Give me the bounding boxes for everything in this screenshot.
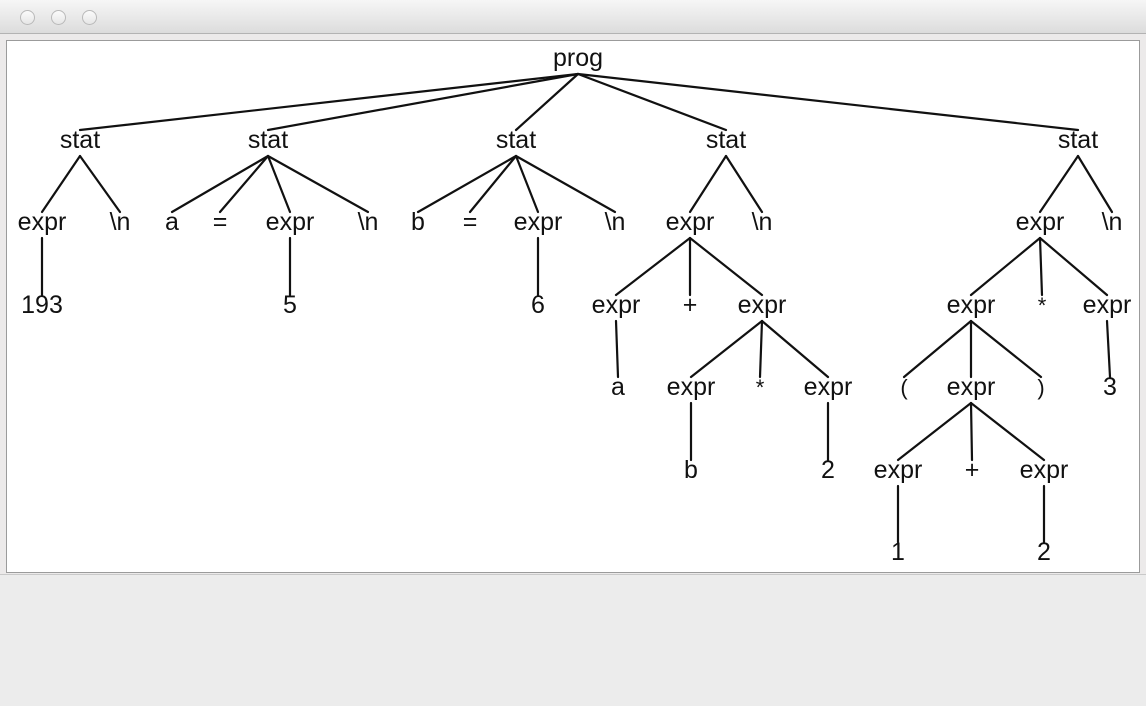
tree-edge	[688, 154, 728, 214]
parse-tree-graphic: prog stat stat stat stat stat expr \n 193 a = expr \…	[18, 44, 1132, 566]
tree-node-stat3[interactable]: stat	[496, 126, 536, 154]
tree-edge	[514, 154, 540, 214]
tree-edge	[969, 319, 1043, 379]
tree-edge	[78, 154, 122, 214]
tree-edge	[1038, 236, 1109, 297]
tree-edge	[614, 319, 620, 379]
tree-edge	[724, 154, 764, 214]
tree-edge	[468, 154, 518, 214]
tree-edge	[969, 236, 1042, 297]
tree-edge	[758, 319, 764, 379]
tree-node-s3eq[interactable]: =	[463, 208, 478, 236]
tree-edge	[514, 72, 580, 132]
tree-node-s5expr[interactable]: expr	[1016, 208, 1065, 236]
tree-node-s3num[interactable]: 6	[531, 291, 545, 319]
tree-edge	[266, 72, 580, 132]
close-icon[interactable]	[20, 10, 35, 25]
tree-node-s2expr[interactable]: expr	[266, 208, 315, 236]
tree-node-s4a[interactable]: a	[611, 373, 625, 401]
maximize-icon[interactable]	[82, 10, 97, 25]
tree-node-s4rr[interactable]: expr	[804, 373, 853, 401]
tree-edge	[614, 236, 692, 297]
tree-node-s5three[interactable]: 3	[1103, 373, 1117, 401]
tree-node-stat1[interactable]: stat	[60, 126, 100, 154]
tree-edge	[416, 154, 518, 214]
tree-node-s4two[interactable]: 2	[821, 456, 835, 484]
tree-nodes: prog stat stat stat stat stat expr \n 193 a = expr \…	[18, 44, 1132, 566]
tree-node-s4l[interactable]: expr	[592, 291, 641, 319]
minimize-icon[interactable]	[51, 10, 66, 25]
tree-node-s5ir[interactable]: expr	[1020, 456, 1069, 484]
tree-edge	[170, 154, 270, 214]
tree-node-s2eq[interactable]: =	[213, 208, 228, 236]
tree-node-s1num[interactable]: 193	[21, 291, 63, 319]
tree-node-prog[interactable]: prog	[553, 44, 603, 72]
tree-node-s4rl[interactable]: expr	[667, 373, 716, 401]
tree-node-s5l[interactable]: expr	[947, 291, 996, 319]
tree-edge	[1105, 319, 1112, 379]
tree-edge	[576, 72, 728, 132]
parse-tree-canvas[interactable]: prog stat stat stat stat stat expr \n 193 a = expr \…	[6, 40, 1140, 573]
tree-edge	[689, 319, 764, 379]
tree-edge	[969, 401, 1046, 462]
tree-edge	[1038, 154, 1080, 214]
tree-node-s3expr[interactable]: expr	[514, 208, 563, 236]
tree-node-s4r[interactable]: expr	[738, 291, 787, 319]
tree-node-s5lp[interactable]: (	[900, 375, 908, 400]
tree-node-s2id[interactable]: a	[165, 208, 179, 236]
tree-node-s1expr[interactable]: expr	[18, 208, 67, 236]
tree-edge	[902, 319, 973, 379]
tree-node-s4b[interactable]: b	[684, 456, 698, 484]
tree-node-s4nl[interactable]: \n	[752, 208, 773, 236]
window-titlebar	[0, 0, 1146, 34]
tree-edge	[1038, 236, 1044, 297]
tree-node-s5one[interactable]: 1	[891, 538, 905, 566]
tree-node-s5rp[interactable]: )	[1037, 375, 1044, 400]
tree-node-s5mul[interactable]: *	[1038, 293, 1047, 318]
tree-edge	[969, 401, 974, 462]
tree-node-s5il[interactable]: expr	[874, 456, 923, 484]
tree-node-stat2[interactable]: stat	[248, 126, 288, 154]
tree-node-s1nl[interactable]: \n	[110, 208, 131, 236]
tree-node-s5r[interactable]: expr	[1083, 291, 1132, 319]
tree-edge	[576, 72, 1080, 132]
tree-node-s5two[interactable]: 2	[1037, 538, 1051, 566]
tree-edges	[40, 72, 1114, 544]
tree-edge	[40, 154, 82, 214]
tree-node-s4expr[interactable]: expr	[666, 208, 715, 236]
tree-node-stat4[interactable]: stat	[706, 126, 746, 154]
tree-node-s5inner[interactable]: expr	[947, 373, 996, 401]
tree-edge	[760, 319, 830, 379]
tree-edge	[78, 72, 580, 132]
tree-edge	[688, 236, 764, 297]
tree-edge	[1076, 154, 1114, 214]
tree-node-s3id[interactable]: b	[411, 208, 425, 236]
tree-node-s2num[interactable]: 5	[283, 291, 297, 319]
tree-node-s2nl[interactable]: \n	[358, 208, 379, 236]
tree-edge	[266, 154, 370, 214]
tree-node-s4mul[interactable]: *	[756, 375, 765, 400]
tree-edge	[266, 154, 292, 214]
tree-node-stat5[interactable]: stat	[1058, 126, 1098, 154]
tree-node-s4plus[interactable]: +	[683, 291, 698, 319]
tree-edge	[218, 154, 270, 214]
tree-node-s5iplus[interactable]: +	[965, 456, 980, 484]
tree-edge	[514, 154, 617, 214]
tree-edge	[896, 401, 973, 462]
bottom-panel: OK @稀土掘金技术社区	[0, 574, 1146, 706]
tree-node-s3nl[interactable]: \n	[605, 208, 626, 236]
tree-node-s5nl[interactable]: \n	[1102, 208, 1123, 236]
